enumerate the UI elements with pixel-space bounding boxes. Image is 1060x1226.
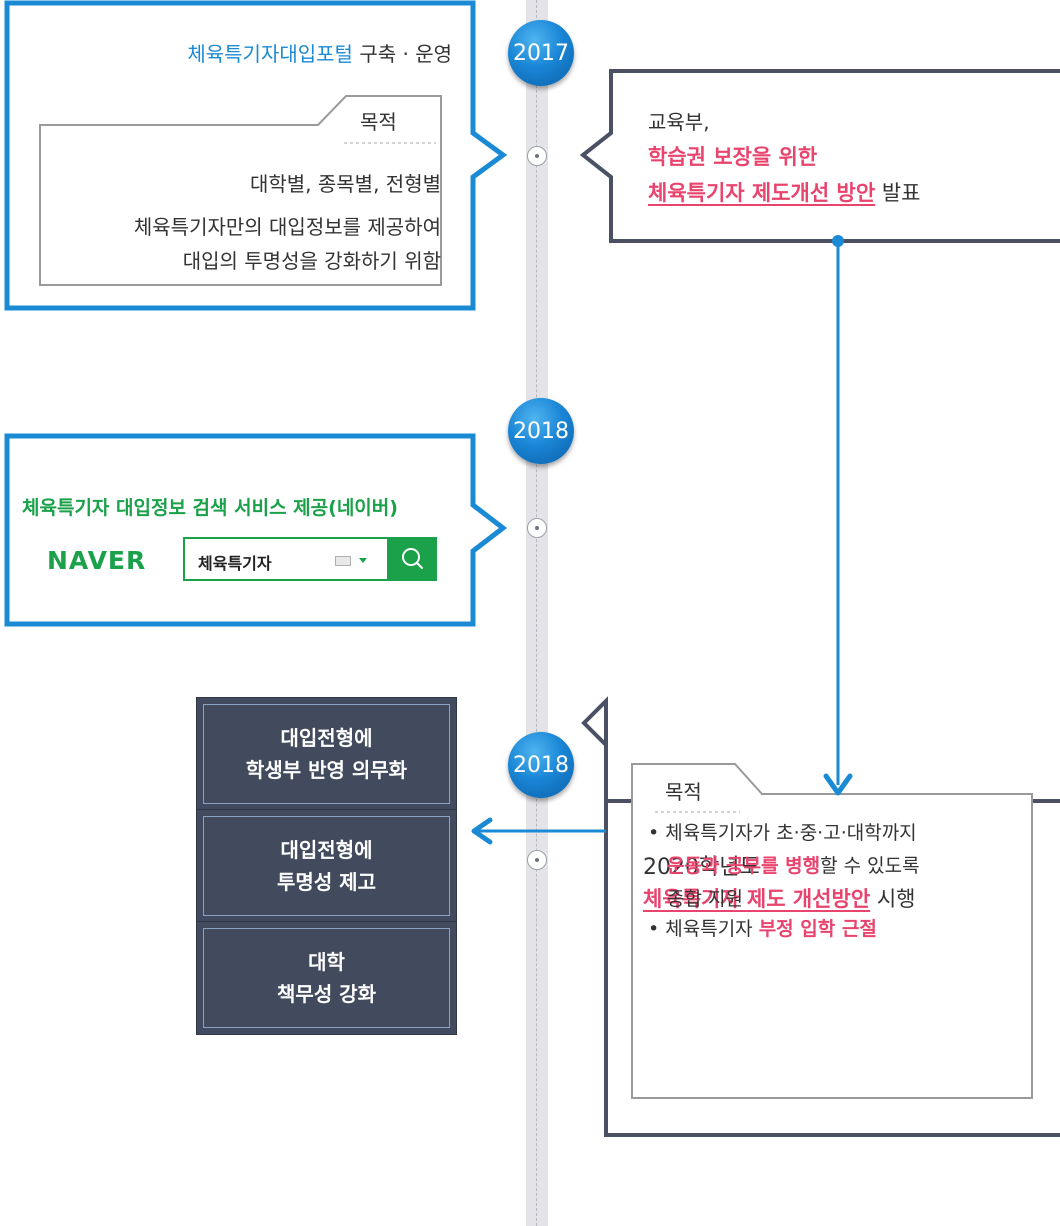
moe-line2: 학습권 보장을 위한 xyxy=(648,145,818,169)
naver-logo: NAVER xyxy=(47,546,147,575)
callout-2018a-frame xyxy=(4,433,508,627)
result-line: 대입전형에 xyxy=(280,838,373,862)
result-line: 책무성 강화 xyxy=(277,982,376,1006)
timeline-track xyxy=(526,0,548,1226)
box2018b-bullet1-line2: 운동과 공부를 병행할 수 있도록 xyxy=(667,855,920,877)
callout-moe-frame xyxy=(579,69,1060,243)
year-badge-2017: 2017 xyxy=(508,20,574,86)
box2018b-line1: 2020학년도 xyxy=(643,855,760,880)
purpose-box-2017-frame xyxy=(39,95,442,286)
box2017-line1: 대학별, 종목별, 전형별 xyxy=(249,172,441,196)
box2017-line2: 체육특기자만의 대입정보를 제공하여 xyxy=(133,215,441,239)
moe-line3: 체육특기자 제도개선 방안 발표 xyxy=(648,181,921,205)
year-badge-2018-second: 2018 xyxy=(508,732,574,798)
search-icon xyxy=(402,548,423,569)
box2018b-purpose-label: 목적 xyxy=(665,780,702,804)
moe-line1: 교육부, xyxy=(648,110,710,134)
result-line: 투명성 제고 xyxy=(277,870,376,894)
connector-left-arrow xyxy=(471,817,493,845)
connector-down-arrow xyxy=(823,773,853,796)
result-line: 대입전형에 xyxy=(280,726,373,750)
box2018b-bullet1-line3: 종합 지원 xyxy=(667,888,743,910)
box2018b-line2: 체육특기자 제도 개선방안 시행 xyxy=(643,887,916,911)
naver-search-value: 체육특기자 xyxy=(198,554,272,573)
keyboard-icon[interactable] xyxy=(335,556,351,566)
timeline-dot xyxy=(527,850,547,870)
naver-search-input[interactable]: 체육특기자 xyxy=(183,537,389,581)
timeline-dot xyxy=(527,518,547,538)
naver-search-button[interactable] xyxy=(389,537,437,581)
result-line: 대학 xyxy=(308,950,345,974)
box2018a-title: 체육특기자 대입정보 검색 서비스 제공(네이버) xyxy=(22,497,398,519)
result-line: 학생부 반영 의무화 xyxy=(245,758,408,782)
timeline-dashed-line xyxy=(536,0,537,1226)
box2017-title: 체육특기자대입포털 구축 · 운영 xyxy=(187,42,452,66)
chevron-down-icon[interactable] xyxy=(359,558,367,563)
box2018b-bullet2: • 체육특기자 부정 입학 근절 xyxy=(648,918,877,940)
year-badge-2018: 2018 xyxy=(508,398,574,464)
box2017-line3: 대입의 투명성을 강화하기 위함 xyxy=(182,249,441,273)
timeline-dot xyxy=(527,146,547,166)
purpose-box-2018b-frame xyxy=(631,763,1033,1099)
box2018b-bullet1: • 체육특기자가 초·중·고·대학까지 xyxy=(648,822,917,844)
box2017-purpose-label: 목적 xyxy=(360,110,397,134)
